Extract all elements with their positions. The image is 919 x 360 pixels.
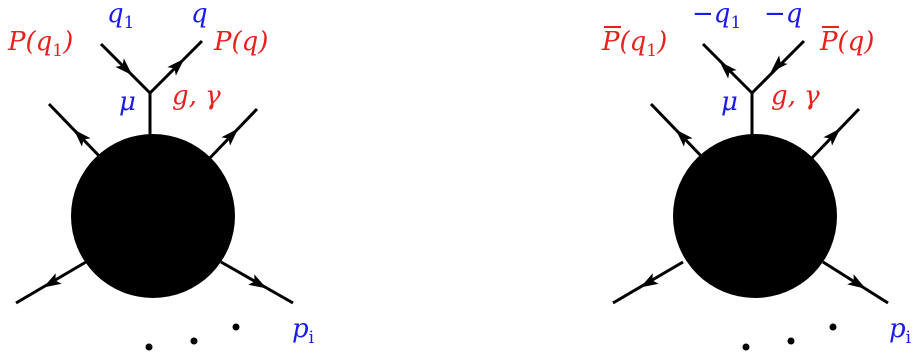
right-leg-lower-left-arrow — [637, 273, 659, 293]
right-label-g-gamma: g, γ — [771, 81, 820, 111]
left-leg-lower-left-arrow — [40, 273, 62, 293]
left-dot-3 — [232, 323, 240, 331]
right-label-minus-q1: −q1 — [692, 0, 741, 33]
right-diagram: P(q1) −q1 −q P(q) μ g, γ pi — [601, 0, 912, 351]
left-label-P-q1: P(q1) — [7, 27, 73, 61]
left-label-P-q: P(q) — [213, 27, 268, 57]
left-label-q: q — [191, 0, 208, 29]
left-dot-1 — [145, 343, 153, 351]
right-dot-2 — [787, 337, 795, 345]
left-label-q1: q1 — [107, 0, 134, 33]
right-blob — [673, 134, 837, 298]
left-label-g-gamma: g, γ — [172, 81, 221, 111]
left-label-mu: μ — [119, 87, 136, 117]
right-label-Pbar-q: P(q) — [819, 27, 874, 57]
right-dot-1 — [742, 343, 750, 351]
right-label-pi: pi — [889, 314, 912, 348]
right-label-minus-q: −q — [764, 0, 802, 29]
left-blob — [71, 134, 235, 298]
right-label-Pbar-q1: P(q1) — [601, 27, 667, 61]
right-label-mu: μ — [721, 87, 738, 117]
right-leg-lower-right-arrow — [847, 274, 869, 294]
right-dot-3 — [829, 323, 837, 331]
left-leg-lower-right-arrow — [248, 274, 270, 294]
left-dot-2 — [190, 337, 198, 345]
left-diagram: P(q1) q1 q P(q) μ g, γ pi — [7, 0, 315, 351]
left-label-pi: pi — [292, 314, 315, 348]
